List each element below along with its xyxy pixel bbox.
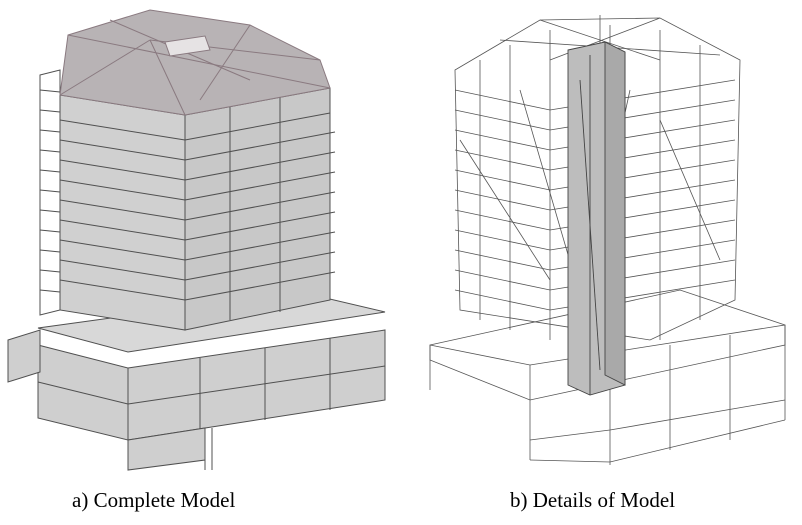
caption-details-model: b) Details of Model xyxy=(510,488,676,512)
complete-model-figure xyxy=(7,9,386,471)
caption-complete-model: a) Complete Model xyxy=(72,488,236,512)
tower-solid xyxy=(39,69,336,331)
panel-details-model: b) Details of Model xyxy=(400,0,802,525)
panel-complete-model: a) Complete Model xyxy=(0,0,400,525)
roof-solid xyxy=(59,9,331,116)
core-walls xyxy=(567,41,626,396)
details-model-figure xyxy=(429,15,786,465)
